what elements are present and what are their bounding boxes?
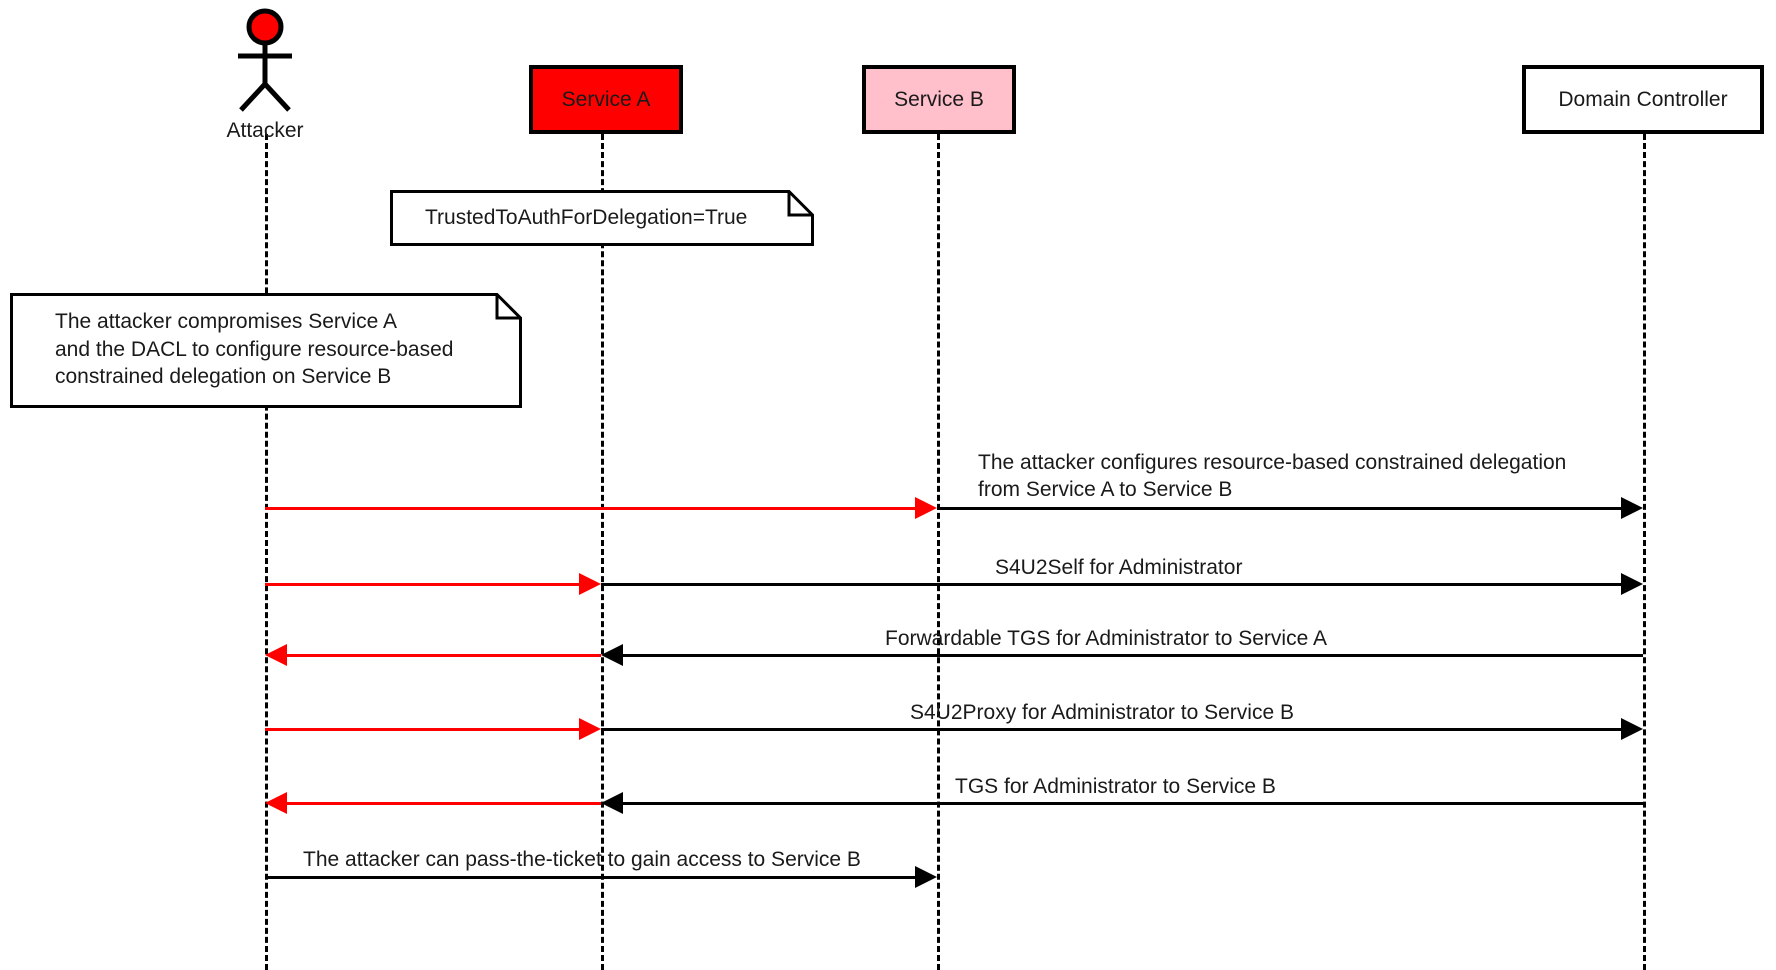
lifeline-service-a [601,134,604,970]
note-attacker-compromise: The attacker compromises Service A and t… [10,293,522,408]
message-label-4: S4U2Proxy for Administrator to Service B [910,701,1294,724]
message-line-5-red [287,802,601,805]
message-arrowhead-4-red [579,718,601,740]
note-trusted-to-auth: TrustedToAuthForDelegation=True [390,190,814,246]
message-line-2-red [265,583,579,586]
message-line-3-red [287,654,601,657]
message-label-1: The attacker configures resource-based c… [978,451,1567,502]
message-arrowhead-2-black [1621,573,1643,595]
participant-label-service-b: Service B [894,87,984,111]
note-text-attacker-compromise: The attacker compromises Service A and t… [55,310,454,389]
note-shape [390,190,814,246]
lifeline-attacker [265,134,268,970]
message-arrowhead-2-red [579,573,601,595]
message-line-1-red [265,507,915,510]
message-arrowhead-4-black [1621,718,1643,740]
message-line-1-black [937,507,1621,510]
message-line-3-black [623,654,1643,657]
message-label-3: Forwardable TGS for Administrator to Ser… [885,627,1327,650]
participant-service-b[interactable]: Service B [862,65,1016,134]
participant-label-service-a: Service A [561,87,651,111]
message-arrowhead-3-red [265,644,287,666]
message-label-6: The attacker can pass-the-ticket to gain… [303,848,861,871]
message-line-6-black [265,876,915,879]
participant-label-attacker: Attacker [226,119,304,142]
message-arrowhead-3-black [601,644,623,666]
lifeline-service-b [937,134,940,970]
message-arrowhead-5-black [601,792,623,814]
message-line-2-black [601,583,1621,586]
message-arrowhead-6-black [915,866,937,888]
message-line-4-red [265,728,579,731]
message-line-5-black [623,802,1643,805]
lifeline-domain-controller [1643,134,1646,970]
message-line-4-black [601,728,1621,731]
participant-label-domain-controller: Domain Controller [1558,87,1728,111]
message-arrowhead-5-red [265,792,287,814]
message-arrowhead-1-black [1621,497,1643,519]
participant-attacker[interactable]: Attacker [205,6,325,141]
message-label-2: S4U2Self for Administrator [995,556,1243,579]
message-arrowhead-1-red [915,497,937,519]
stick-figure-icon [238,8,292,112]
note-shape [10,293,522,408]
note-text-trusted-to-auth: TrustedToAuthForDelegation=True [425,206,748,229]
participant-domain-controller[interactable]: Domain Controller [1522,65,1764,134]
participant-service-a[interactable]: Service A [529,65,683,134]
message-label-5: TGS for Administrator to Service B [955,775,1276,798]
